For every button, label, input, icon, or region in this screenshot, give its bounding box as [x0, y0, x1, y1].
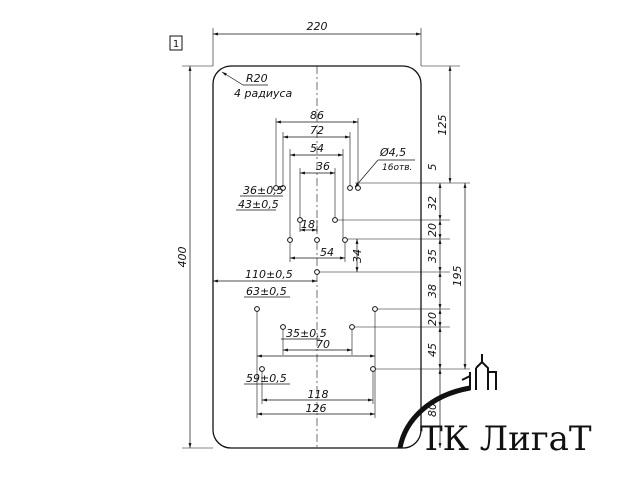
- hole: [273, 185, 279, 191]
- hole: [370, 366, 376, 372]
- dim-35-tol: 35±0,5: [286, 327, 327, 340]
- radius-note-2: 4 радиуса: [234, 87, 293, 100]
- radius-note: R20: [246, 72, 268, 85]
- dim-54-mid: 54: [320, 246, 334, 259]
- dim-r38: 38: [426, 284, 439, 298]
- hole: [297, 217, 303, 223]
- dim-43-tol: 43±0,5: [238, 198, 279, 211]
- hole: [280, 185, 286, 191]
- dim-height: 400: [176, 247, 189, 268]
- dimension-labels: 220 400 125 R20 4 радиуса 86 72 54 36 Ø4…: [176, 20, 464, 417]
- dim-110-tol: 110±0,5: [245, 268, 293, 281]
- dim-118: 118: [308, 388, 329, 401]
- hole: [254, 306, 260, 312]
- hole: [332, 217, 338, 223]
- sheet-number-box: 1: [169, 35, 183, 51]
- dim-r195: 195: [451, 266, 464, 287]
- mounting-holes: [254, 185, 378, 372]
- hole: [349, 324, 355, 330]
- hole: [355, 185, 361, 191]
- dim-r45: 45: [426, 343, 439, 357]
- company-logo: ТК ЛигаТ: [397, 354, 592, 459]
- dim-36: 36: [316, 160, 330, 173]
- logo-arc: [397, 385, 471, 449]
- hole: [342, 237, 348, 243]
- dim-54-top: 54: [310, 142, 324, 155]
- extension-lines: [182, 28, 470, 449]
- dimension-lines: [188, 32, 467, 448]
- logo-building-icon: [461, 354, 497, 390]
- dim-top-right: 125: [436, 115, 449, 136]
- dim-72: 72: [310, 124, 324, 137]
- hole: [372, 306, 378, 312]
- sheet-number: 1: [173, 39, 179, 50]
- dim-59-tol: 59±0,5: [246, 372, 287, 385]
- hole-count: 16отв.: [382, 163, 412, 173]
- dim-36-tol: 36±0,5: [243, 184, 284, 197]
- dim-r5: 5: [426, 164, 439, 171]
- hole: [287, 237, 293, 243]
- dim-width: 220: [307, 20, 328, 33]
- logo-text: ТК ЛигаТ: [420, 419, 592, 459]
- hole: [259, 366, 265, 372]
- dim-r32: 32: [426, 196, 439, 210]
- hole-note: Ø4,5: [379, 146, 406, 159]
- dim-18: 18: [301, 218, 315, 231]
- dim-86: 86: [310, 109, 324, 122]
- dim-34: 34: [351, 249, 364, 263]
- hole: [347, 185, 353, 191]
- dim-70: 70: [316, 338, 330, 351]
- hole: [314, 237, 320, 243]
- dim-126: 126: [306, 402, 327, 415]
- dim-r20b: 20: [426, 312, 439, 326]
- dim-r20a: 20: [426, 223, 439, 237]
- dim-63-tol: 63±0,5: [246, 285, 287, 298]
- hole: [314, 269, 320, 275]
- dim-r35: 35: [426, 249, 439, 263]
- hole: [280, 324, 286, 330]
